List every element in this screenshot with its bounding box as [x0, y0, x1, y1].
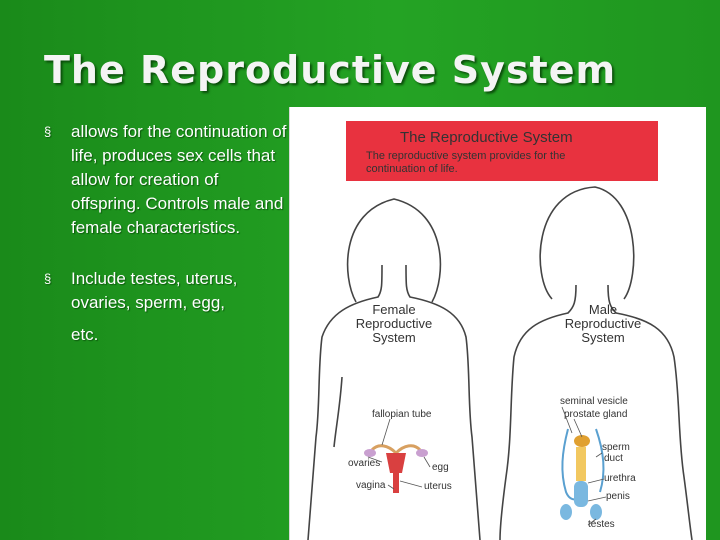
svg-text:egg: egg	[432, 462, 449, 473]
male-organs	[560, 428, 605, 520]
bullet-marker-icon: §	[44, 271, 52, 286]
bullet-item: § Include testes, uterus, ovaries, sperm…	[44, 267, 288, 347]
svg-text:prostate gland: prostate gland	[564, 409, 627, 420]
svg-text:seminal vesicle: seminal vesicle	[560, 396, 628, 407]
svg-text:penis: penis	[606, 491, 630, 502]
svg-text:ovaries: ovaries	[348, 458, 380, 469]
svg-text:Reproductive: Reproductive	[565, 316, 642, 331]
bullet-text-tail: etc.	[71, 325, 99, 344]
reproductive-system-diagram: The Reproductive System The reproductive…	[289, 107, 706, 540]
diagram-svg: The Reproductive System The reproductive…	[307, 121, 693, 540]
male-system-label: Male Reproductive System	[565, 302, 642, 345]
slide-title: The Reproductive System	[44, 48, 617, 92]
bullet-marker-icon: §	[44, 124, 52, 139]
svg-text:vagina: vagina	[356, 480, 386, 491]
bullet-text: allows for the continuation of life, pro…	[71, 122, 287, 237]
banner-text-line-1: The reproductive system provides for the	[366, 150, 565, 162]
svg-text:uterus: uterus	[424, 481, 452, 492]
male-leader-lines	[561, 406, 607, 526]
svg-text:System: System	[581, 330, 624, 345]
svg-text:Reproductive: Reproductive	[356, 316, 433, 331]
bullet-item: § allows for the continuation of life, p…	[44, 120, 288, 240]
svg-text:Male: Male	[589, 302, 617, 317]
banner-title: The Reproductive System	[400, 129, 573, 146]
svg-text:urethra: urethra	[604, 473, 636, 484]
female-part-labels: fallopian tube ovaries egg vagina uterus	[348, 409, 452, 492]
female-organs	[364, 444, 428, 493]
male-silhouette	[499, 186, 693, 540]
female-system-label: Female Reproductive System	[356, 302, 433, 345]
diagram-banner	[346, 121, 658, 181]
svg-text:duct: duct	[604, 453, 623, 464]
banner-text-line-2: continuation of life.	[366, 163, 458, 175]
svg-text:fallopian tube: fallopian tube	[372, 409, 432, 420]
female-silhouette	[307, 198, 481, 540]
bullet-text: Include testes, uterus, ovaries, sperm, …	[71, 269, 238, 312]
female-leader-lines	[367, 418, 431, 490]
bullet-list: § allows for the continuation of life, p…	[44, 120, 288, 347]
svg-text:System: System	[372, 330, 415, 345]
male-part-labels: seminal vesicle prostate gland sperm duc…	[560, 396, 636, 530]
svg-text:sperm: sperm	[602, 442, 630, 453]
svg-text:testes: testes	[588, 519, 615, 530]
svg-text:Female: Female	[372, 302, 415, 317]
